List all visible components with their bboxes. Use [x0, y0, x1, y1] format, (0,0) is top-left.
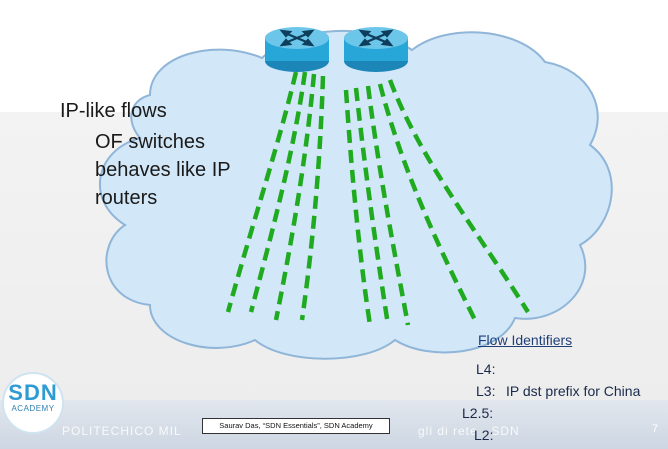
footer-faint-left: POLITECHICO MIL — [62, 424, 182, 438]
flow-id-label: L2.5: — [462, 405, 494, 421]
sub-line: routers — [95, 187, 158, 209]
heading-ip-like-flows: IP-like flows — [60, 100, 167, 122]
citation-box: Saurav Das, “SDN Essentials”, SDN Academ… — [202, 418, 390, 434]
flow-line — [365, 85, 411, 326]
flow-line — [343, 89, 373, 326]
flow-line — [353, 87, 391, 326]
logo-mark: SDN — [8, 380, 58, 405]
flow-line — [299, 75, 326, 321]
footer-faint-right: gli di rete - SDN — [418, 424, 520, 438]
sdn-academy-logo: SDN ACADEMY — [2, 372, 64, 434]
flow-id-label: L2: — [474, 427, 494, 443]
flow-identifiers-title: Flow Identifiers — [478, 332, 573, 348]
router-icon — [344, 27, 408, 72]
flow-id-label: L4: — [476, 361, 496, 377]
flow-lines — [225, 71, 530, 326]
flow-id-label: L3: — [476, 383, 496, 399]
router-icon — [265, 27, 329, 72]
page-number: 7 — [652, 423, 659, 435]
logo-caption: ACADEMY — [11, 404, 55, 413]
flow-line — [387, 79, 530, 314]
flow-line — [377, 83, 478, 322]
flow-id-value: IP dst prefix for China — [506, 383, 641, 399]
flow-line — [225, 71, 299, 313]
sub-line: behaves like IP — [95, 159, 231, 181]
flow-line — [248, 71, 308, 313]
sub-line: OF switches — [95, 131, 206, 153]
flow-line — [273, 73, 317, 321]
